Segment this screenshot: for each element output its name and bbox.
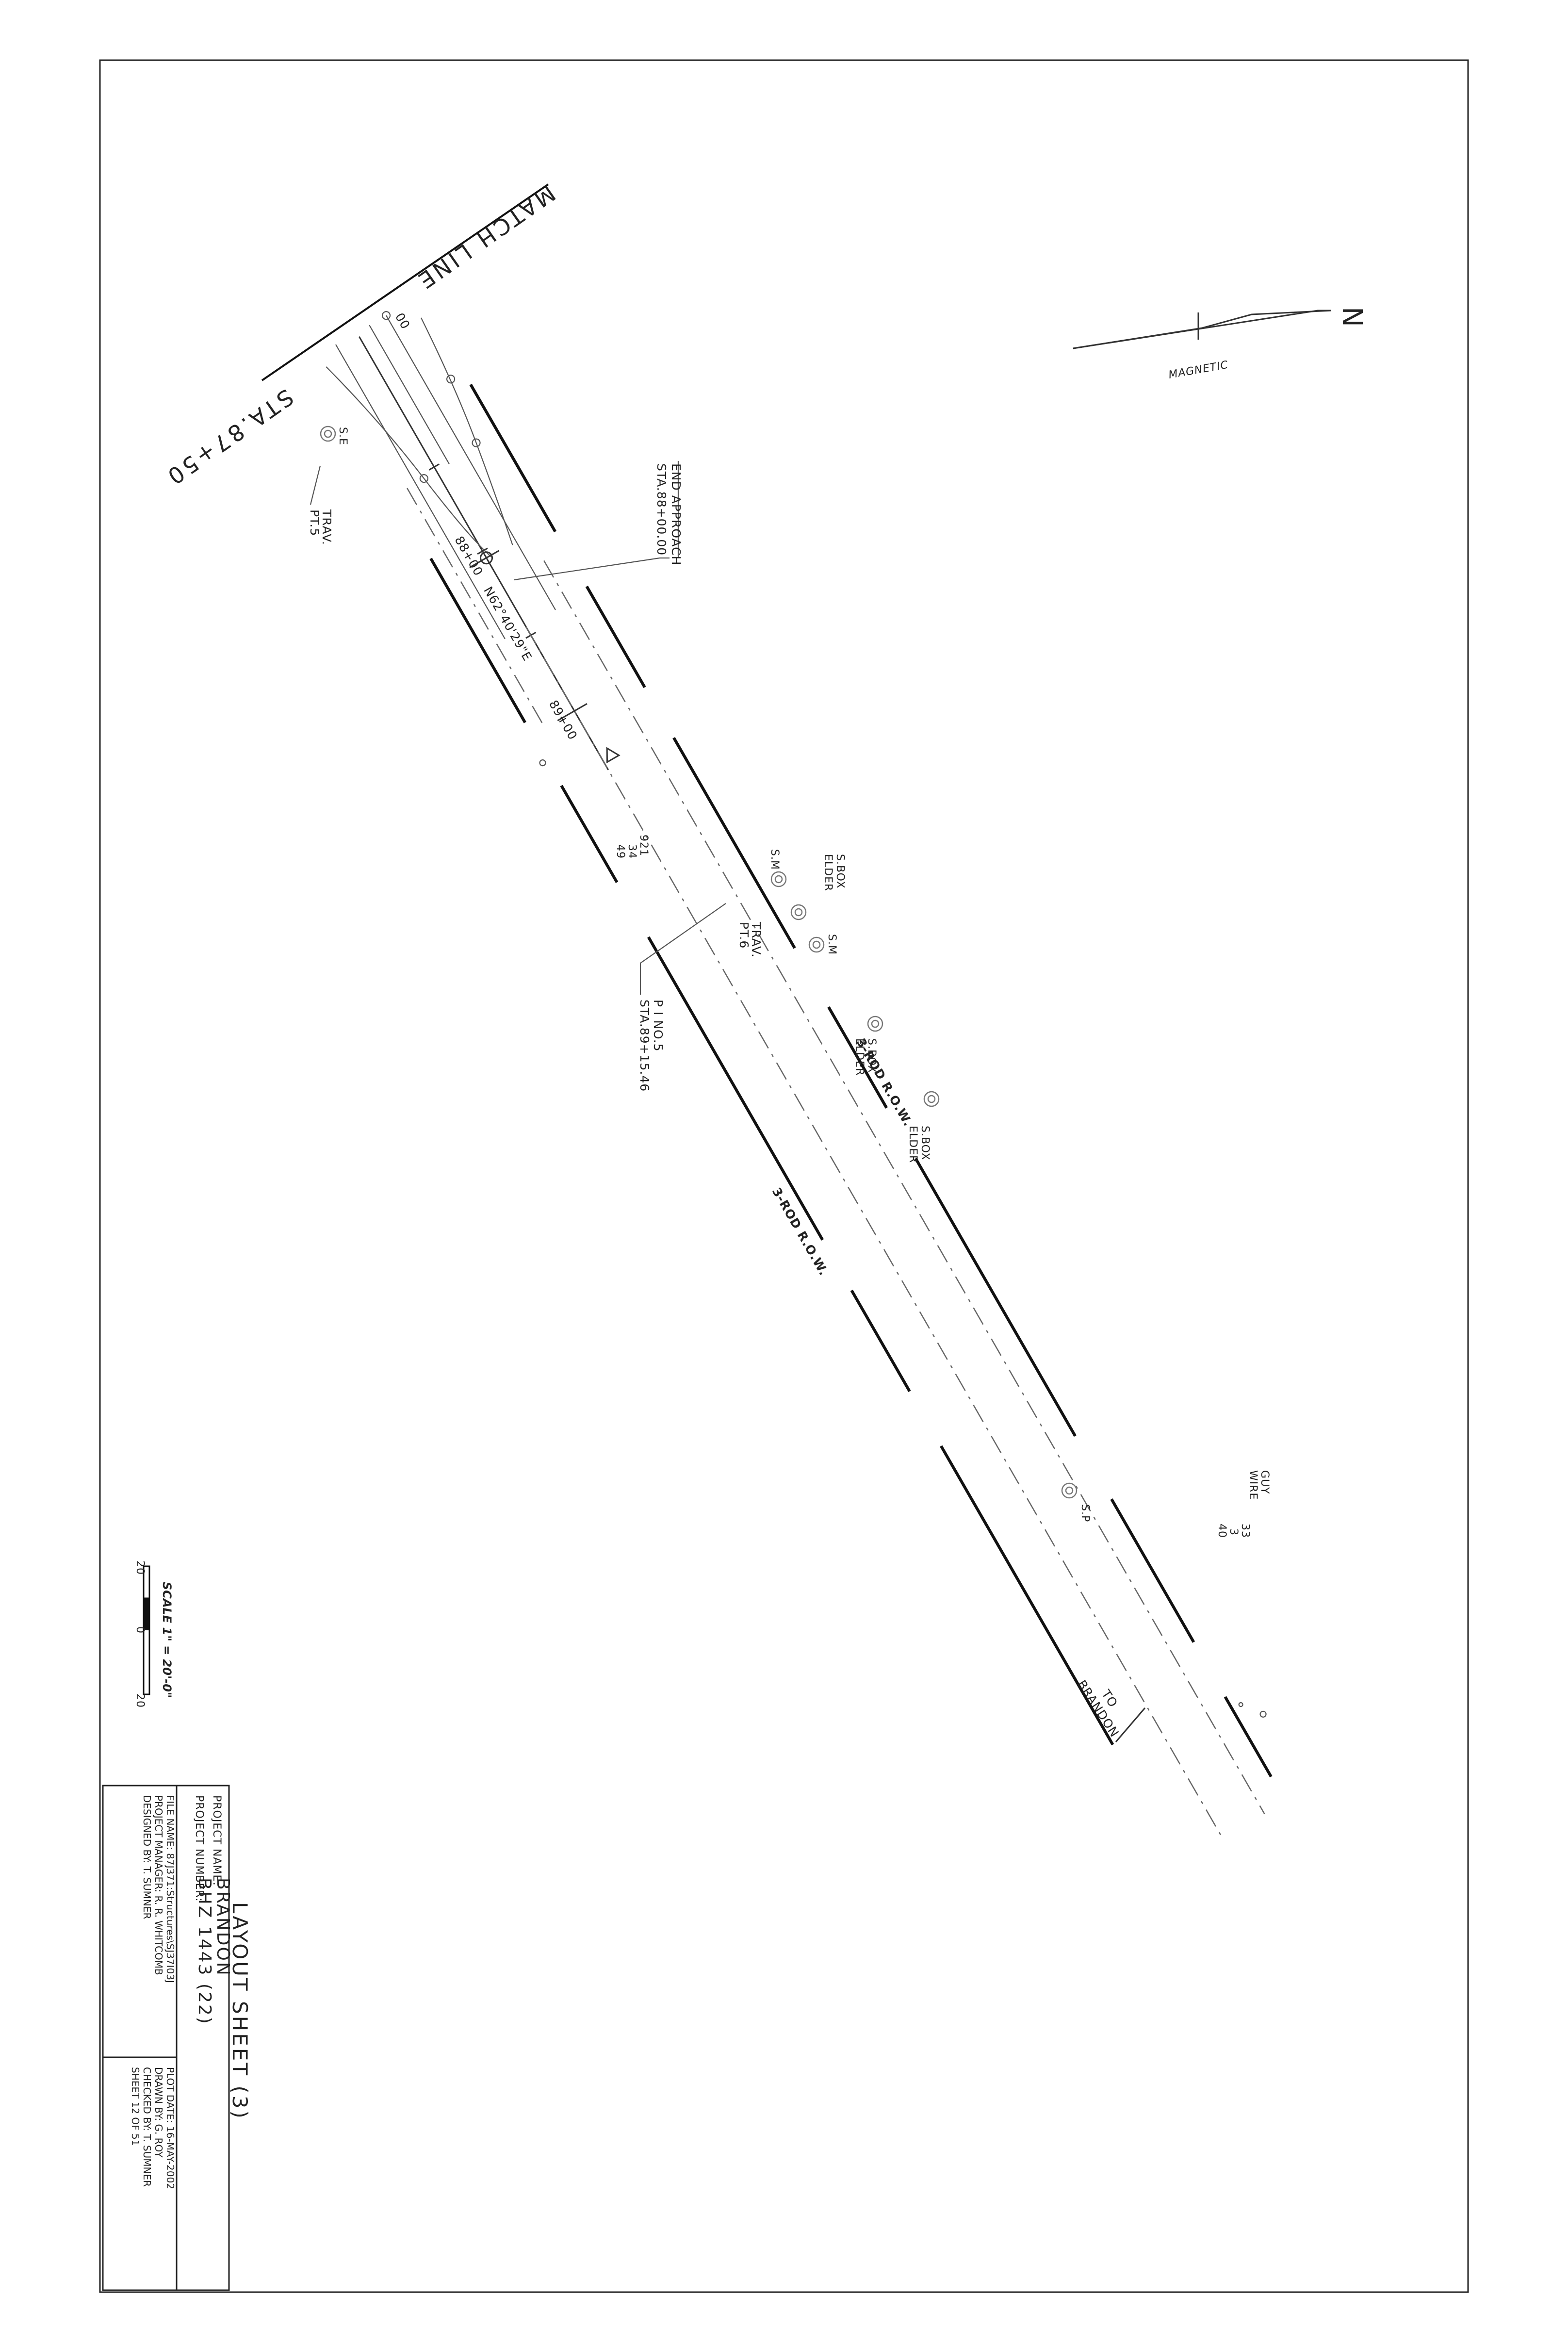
tree-box-elder-1: S.BOX ELDER xyxy=(790,854,846,920)
pole-1-line2: 34 xyxy=(626,844,638,859)
to-brandon-line2: BRANDON xyxy=(1075,1677,1122,1739)
tree-label-se: S.E xyxy=(337,427,349,445)
match-line-station: STA.87+50 xyxy=(161,384,298,491)
pole-1-labels: 921 34 49 xyxy=(614,835,650,859)
sta-89-label: 89+00 xyxy=(546,698,580,742)
checked-by: CHECKED BY: T. SUMNER xyxy=(141,2067,153,2187)
edge-line-c xyxy=(369,325,450,464)
trav-pt5-line2: PT.5 xyxy=(308,509,322,536)
scale-title: SCALE 1" = 20'-0" xyxy=(160,1582,174,1698)
approach-point-1 xyxy=(472,438,481,447)
dash-line-center xyxy=(525,626,1224,1839)
sta-00-label: 00 xyxy=(392,311,413,332)
tree-label-box-elder-1a: S.BOX xyxy=(834,854,846,889)
road-plan: 00 88+00 89+00 N62°40'29"E 3-ROD R.O.W. … xyxy=(326,311,1273,1839)
project-number: BHZ 1443 (22) xyxy=(195,1878,214,2025)
north-arrow: N MAGNETIC xyxy=(1073,307,1368,381)
tree-sp: S.P xyxy=(1061,1482,1091,1522)
guy-wire-line2: WIRE xyxy=(1247,1470,1259,1500)
dash-line-lower xyxy=(407,488,546,728)
end-approach-line2: STA.88+00.00 xyxy=(654,463,669,556)
file-name: FILE NAME: 87J371:Structures\SJ37I03J xyxy=(164,1795,176,1983)
match-line-label: MATCH LINE xyxy=(411,180,560,295)
scale-left: 20 xyxy=(134,1560,146,1575)
pole-2-line2: 3 xyxy=(1227,1528,1240,1536)
trav-pt6-line1: TRAV. xyxy=(749,921,763,958)
sta-88-tick xyxy=(469,550,500,568)
tree-sm-1: S.M xyxy=(768,849,787,887)
drawn-by: DRAWN BY: G. ROY xyxy=(153,2067,164,2158)
utility-pole-1 xyxy=(539,759,546,767)
pole-1-line3: 49 xyxy=(614,844,626,859)
tree-label-sm-1: S.M xyxy=(768,849,781,870)
pi-callout: P I NO.5 STA.89+15.46 xyxy=(637,903,726,1092)
sheet-number: SHEET 12 OF 51 xyxy=(130,2067,141,2146)
utility-pole-2 xyxy=(1259,1710,1267,1718)
sheet-title: LAYOUT SHEET (3) xyxy=(228,1902,252,2120)
title-block: LAYOUT SHEET (3) PROJECT NAME: BRANDON P… xyxy=(102,1785,252,2291)
trav-pt6-line2: PT.6 xyxy=(737,922,751,949)
guy-wire-labels: GUY WIRE xyxy=(1247,1470,1271,1500)
project-number-label: PROJECT NUMBER: xyxy=(193,1795,205,1902)
pole-1-line1: 921 xyxy=(637,835,650,856)
tree-se: S.E xyxy=(320,426,349,445)
tree-label-sm-2: S.M xyxy=(826,934,838,955)
edge-line-b xyxy=(335,344,506,640)
tree-label-box-elder-3b: ELDER xyxy=(907,1126,919,1163)
centerline-tick-1 xyxy=(428,463,440,471)
north-symbol: N xyxy=(1336,307,1368,327)
trav-pt6-labels: TRAV. PT.6 xyxy=(737,921,763,958)
plot-date: PLOT DATE: 16-MAY-2002 xyxy=(164,2067,176,2189)
tree-label-box-elder-2a: S.BOX xyxy=(866,1038,878,1073)
tree-label-box-elder-2b: ELDER xyxy=(853,1038,866,1076)
project-name: BRANDON xyxy=(213,1878,233,1977)
edge-line-a xyxy=(386,315,556,610)
tree-label-box-elder-3a: S.BOX xyxy=(919,1126,931,1161)
tree-label-sp: S.P xyxy=(1079,1504,1091,1522)
scale-bar: SCALE 1" = 20'-0" 20 0 20 xyxy=(134,1560,174,1708)
designed-by: DESIGNED BY: T. SUMNER xyxy=(141,1795,153,1919)
tree-box-elder-2: S.BOX ELDER xyxy=(853,1016,883,1076)
centerline-tick-2 xyxy=(477,547,488,555)
scale-mid: 0 xyxy=(134,1626,146,1634)
end-approach-callout: END APPROACH STA.88+00.00 xyxy=(514,461,683,581)
approach-point-2 xyxy=(446,375,456,384)
approach-point-4 xyxy=(381,311,391,320)
project-name-label: PROJECT NAME: xyxy=(211,1795,223,1886)
pole-2-line1: 33 xyxy=(1239,1524,1251,1538)
pole-2-labels: 33 3 40 xyxy=(1216,1524,1251,1538)
north-label: MAGNETIC xyxy=(1168,359,1229,381)
project-manager: PROJECT MANAGER: R. R. WHITCOMB xyxy=(153,1795,164,1975)
pole-2-line3: 40 xyxy=(1216,1524,1228,1538)
tree-box-elder-3: S.BOX ELDER xyxy=(907,1091,940,1163)
pi-line1: P I NO.5 xyxy=(651,1000,665,1052)
trav-pt6-triangle xyxy=(606,747,621,764)
dash-line-upper xyxy=(543,560,1265,1815)
row-line-right xyxy=(429,558,1114,1746)
pi-line2: STA.89+15.46 xyxy=(637,1000,652,1092)
sheet-border xyxy=(99,59,1469,2293)
approach-curve-1 xyxy=(420,317,513,545)
sta-89-tick xyxy=(557,703,588,722)
approach-point-3 xyxy=(419,474,428,483)
tree-sm-2: S.M xyxy=(808,934,838,955)
title-block-frame xyxy=(102,1785,230,2291)
to-brandon: TO BRANDON xyxy=(1075,1677,1146,1742)
match-line xyxy=(261,183,549,381)
guy-wire-anchor xyxy=(1238,1702,1243,1707)
scale-right: 20 xyxy=(134,1693,146,1708)
tree-label-box-elder-1b: ELDER xyxy=(822,854,834,891)
trav-pt5-line1: TRAV. xyxy=(320,509,334,545)
end-approach-line1: END APPROACH xyxy=(669,463,683,565)
guy-wire-line1: GUY xyxy=(1258,1470,1271,1494)
trav-pt5-callout: TRAV. PT.5 xyxy=(308,465,334,545)
row-line-left xyxy=(469,383,1273,1778)
